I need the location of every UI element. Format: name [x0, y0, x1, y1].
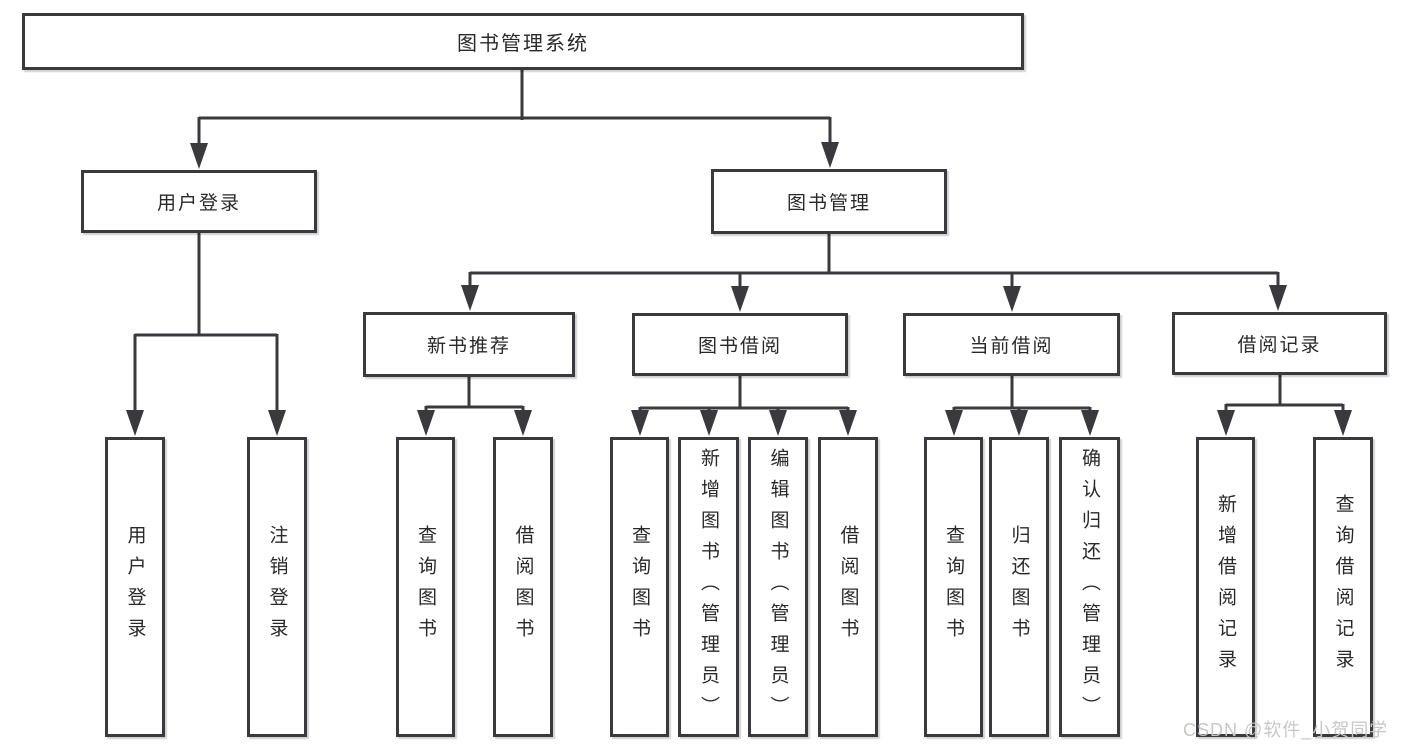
leaf-confirm-return-admin-label: 确认归还（管理员） — [1079, 447, 1100, 727]
csdn-watermark: CSDN @软件_小贺同学 — [1183, 720, 1389, 740]
leaf-logout: 注销登录 — [247, 437, 307, 737]
leaf-borrowsec-query-books-label: 查询图书 — [629, 525, 650, 649]
leaf-return-books-label: 归还图书 — [1008, 525, 1030, 649]
leaf-user-login: 用户登录 — [105, 437, 165, 737]
leaf-edit-books-admin: 编辑图书（管理员） — [748, 437, 808, 737]
leaf-newbook-query-books-label: 查询图书 — [415, 525, 436, 649]
branch-new-book-split — [424, 377, 525, 416]
branch-borrow-record-split — [1224, 375, 1345, 416]
node-current-borrow: 当前借阅 — [903, 313, 1120, 376]
node-user-login: 用户登录 — [81, 170, 317, 233]
leaf-add-books-admin: 新增图书（管理员） — [678, 437, 739, 737]
leaf-add-borrow-record-label: 新增借阅记录 — [1215, 494, 1236, 680]
node-book-borrow: 图书借阅 — [632, 313, 848, 376]
leaf-borrowsec-query-books: 查询图书 — [610, 437, 669, 737]
leaf-confirm-return-admin: 确认归还（管理员） — [1059, 437, 1120, 737]
branch-user-login-split — [133, 233, 279, 416]
branch-root-split — [197, 68, 832, 150]
node-library-management-system: 图书管理系统 — [22, 13, 1024, 70]
node-book-management: 图书管理 — [711, 169, 947, 234]
leaf-current-query-books: 查询图书 — [924, 437, 983, 737]
leaf-borrowsec-borrow-books-label: 借阅图书 — [837, 525, 859, 649]
arrowheads — [126, 142, 1352, 436]
leaf-query-borrow-record-label: 查询借阅记录 — [1332, 494, 1354, 680]
node-borrow-records: 借阅记录 — [1172, 312, 1387, 375]
leaf-add-books-admin-label: 新增图书（管理员） — [698, 447, 719, 727]
leaf-query-borrow-record: 查询借阅记录 — [1313, 437, 1373, 737]
node-new-book-recommend: 新书推荐 — [363, 312, 575, 377]
branch-book-borrow-split — [638, 376, 850, 416]
branch-book-management-split — [468, 234, 1280, 293]
leaf-return-books: 归还图书 — [989, 437, 1049, 737]
leaf-add-borrow-record: 新增借阅记录 — [1196, 437, 1255, 737]
leaf-borrowsec-borrow-books: 借阅图书 — [818, 437, 878, 737]
leaf-newbook-borrow-books: 借阅图书 — [493, 437, 553, 737]
leaf-user-login-label: 用户登录 — [124, 525, 146, 649]
leaf-logout-label: 注销登录 — [266, 525, 288, 649]
leaf-edit-books-admin-label: 编辑图书（管理员） — [767, 447, 789, 727]
leaf-current-query-books-label: 查询图书 — [943, 525, 964, 649]
leaf-newbook-query-books: 查询图书 — [396, 437, 455, 737]
leaf-newbook-borrow-books-label: 借阅图书 — [512, 525, 534, 649]
